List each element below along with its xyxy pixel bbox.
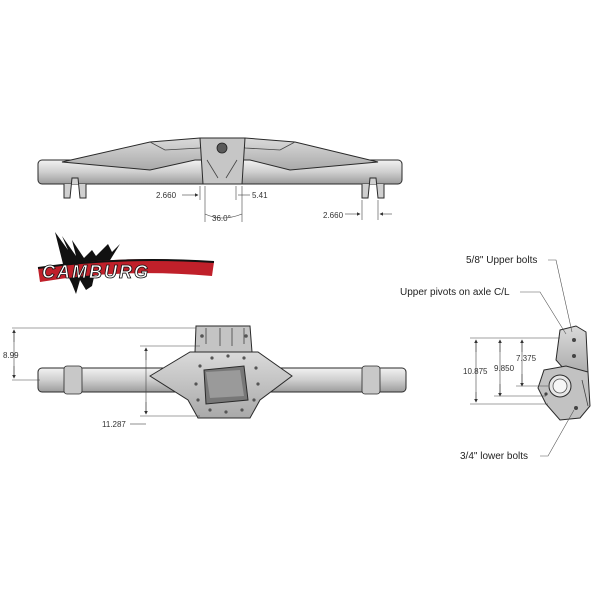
front-bolt-ring — [194, 354, 260, 414]
dim-front-height: 8.99 — [3, 351, 19, 360]
top-view-dimensions: 2.660 5.41 36.0° 2.660 — [156, 186, 392, 223]
camburg-logo: CAMBURG — [37, 232, 215, 294]
label-upper-bolts: 5/8" Upper bolts — [466, 255, 537, 266]
top-center-section — [199, 137, 246, 185]
top-left-link-mount — [63, 177, 87, 199]
top-view-axle — [37, 137, 403, 199]
dim-front-width: 11.287 — [102, 420, 126, 429]
dim-top-center: 5.41 — [252, 191, 268, 200]
label-upper-pivots: Upper pivots on axle C/L — [400, 287, 510, 298]
front-view-dimensions: 8.99 11.287 — [3, 327, 200, 429]
label-lower-bolts: 3/4" lower bolts — [460, 451, 528, 462]
front-view-axle — [37, 325, 407, 419]
dim-side-overall: 10.875 — [463, 367, 488, 376]
top-right-link-mount — [361, 177, 385, 199]
side-view-dimensions: 10.875 9.850 7.375 5/8" Upper bolts Uppe… — [400, 255, 575, 462]
side-view-housing — [537, 325, 591, 421]
dim-side-inner: 7.375 — [516, 354, 537, 363]
side-upper-bolt-hole — [572, 338, 576, 342]
dim-top-angle: 36.0° — [212, 214, 231, 223]
front-upper-link-mount — [194, 325, 253, 353]
dim-top-right: 2.660 — [323, 211, 344, 220]
dim-top-left: 2.660 — [156, 191, 177, 200]
dim-side-mid: 9.850 — [494, 364, 515, 373]
side-lower-bolt-hole — [574, 406, 578, 410]
top-pinion-hole — [216, 142, 228, 154]
logo-text: CAMBURG — [42, 262, 150, 282]
